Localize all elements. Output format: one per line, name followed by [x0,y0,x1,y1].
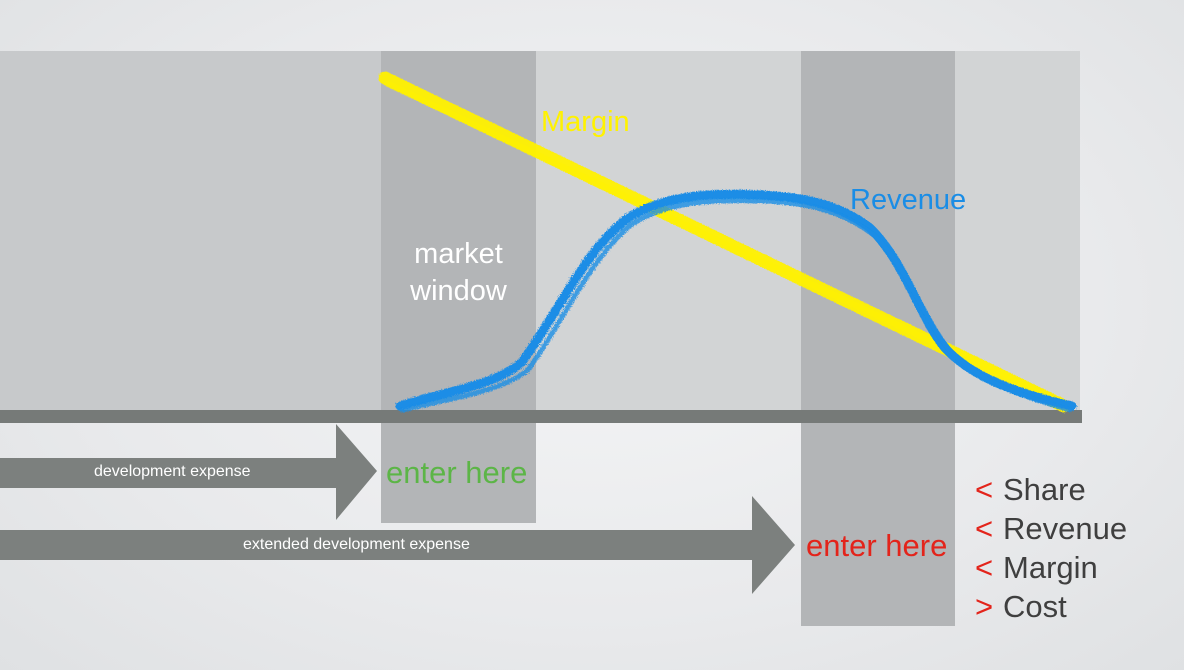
market-window-label: market window [381,236,536,310]
effect-label: Share [1003,472,1086,507]
effect-label: Revenue [1003,511,1128,546]
effect-label: Cost [1003,589,1067,624]
effect-cost: > Cost [975,587,1127,626]
effect-symbol: < [975,472,994,507]
middle-band [536,51,801,410]
market-window-line2: window [410,275,507,307]
extended-development-expense-label: extended development expense [243,536,470,553]
revenue-label: Revenue [850,184,967,216]
effect-label: Margin [1003,550,1098,585]
development-expense-label: development expense [94,463,251,480]
time-axis-baseline [0,410,1082,423]
enter-here-early-label: enter here [386,455,528,490]
effect-symbol: < [975,511,994,546]
enter-here-late-label: enter here [806,528,948,563]
right-band [955,51,1080,410]
effect-share: < Share [975,470,1127,509]
margin-label: Margin [541,106,630,138]
market-window-band [381,51,536,523]
effect-revenue: < Revenue [975,509,1127,548]
market-window-line1: market [414,238,503,270]
effect-symbol: > [975,589,994,624]
late-entry-effects-list: < Share < Revenue < Margin > Cost [975,470,1127,626]
effect-margin: < Margin [975,548,1127,587]
extended-development-expense-arrow [0,496,795,594]
development-expense-arrow [0,424,377,520]
effect-symbol: < [975,550,994,585]
revenue-curve [395,189,1077,413]
